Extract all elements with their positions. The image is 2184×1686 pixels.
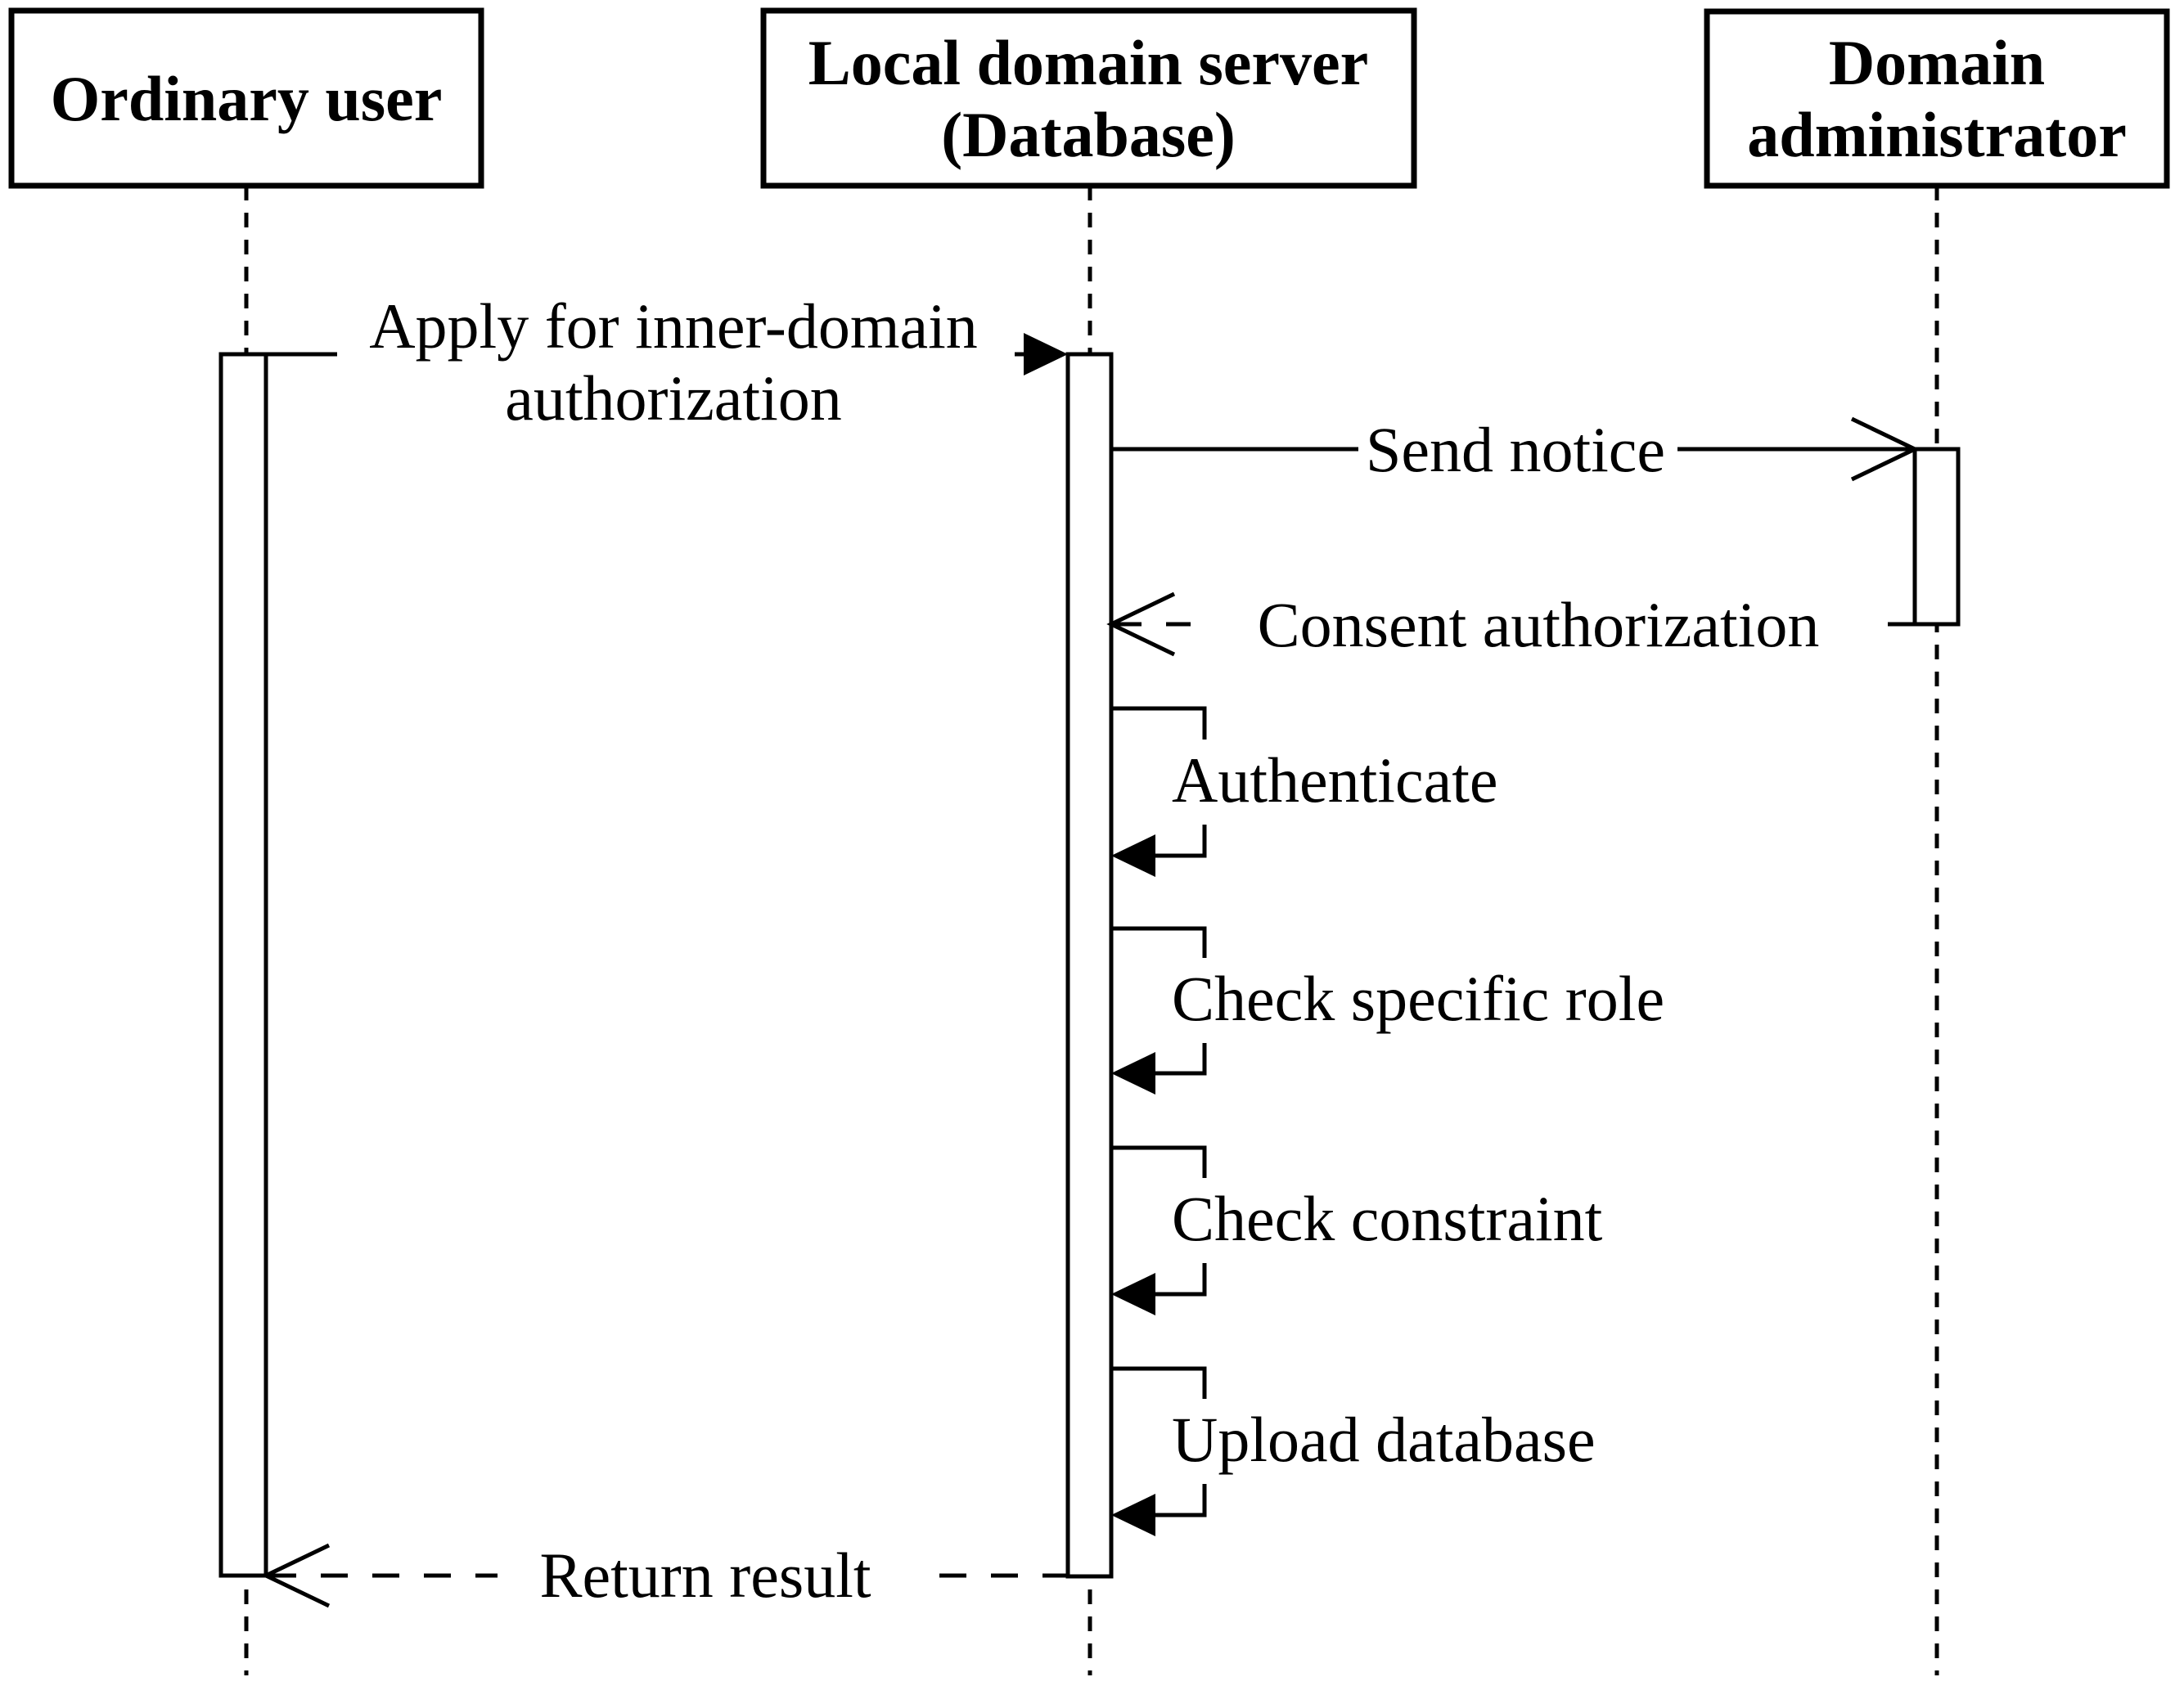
filled-arrowhead-apply bbox=[1024, 333, 1068, 375]
message-send-notice-label: Send notice bbox=[1366, 414, 1665, 485]
message-apply-label-mask bbox=[337, 288, 1015, 427]
actor-label-local-domain-server-line1: Local domain server bbox=[808, 27, 1369, 98]
message-apply-label-line2: authorization bbox=[505, 362, 842, 434]
actor-box-local-domain-server bbox=[760, 7, 1417, 189]
actor-label-local-domain-server-line2: (Database) bbox=[941, 99, 1236, 170]
self-message-upload-database-label: Upload database bbox=[1172, 1404, 1596, 1475]
self-message-authenticate-label-mask bbox=[1162, 740, 1229, 825]
filled-arrowhead-upload-database bbox=[1111, 1494, 1155, 1536]
filled-arrowhead-check-constraint bbox=[1111, 1273, 1155, 1315]
message-consent-label: Consent authorization bbox=[1258, 589, 1820, 660]
self-message-check-role-label: Check specific role bbox=[1172, 963, 1664, 1034]
filled-arrowhead-authenticate bbox=[1111, 834, 1155, 877]
actor-label-domain-administrator-line2: administrator bbox=[1747, 99, 2127, 170]
message-send-notice-label-mask bbox=[1358, 411, 1677, 489]
self-message-check-constraint-label: Check constraint bbox=[1172, 1183, 1603, 1254]
message-return-result-label-mask bbox=[498, 1536, 915, 1615]
activation-bar-server bbox=[1065, 352, 1114, 1579]
open-arrowhead-send-notice bbox=[1850, 416, 1920, 482]
activation-bar-user bbox=[218, 352, 268, 1578]
actor-label-domain-administrator-line1: Domain bbox=[1829, 27, 2045, 98]
message-return-result-label: Return result bbox=[539, 1540, 871, 1611]
actor-label-ordinary-user: Ordinary user bbox=[51, 63, 443, 134]
self-message-upload-database-label-mask bbox=[1162, 1399, 1229, 1484]
message-apply-label-line1: Apply for inner-domain bbox=[369, 290, 978, 362]
open-arrowhead-consent bbox=[1106, 591, 1176, 657]
activation-bar-admin bbox=[1912, 447, 1961, 627]
self-message-authenticate-label: Authenticate bbox=[1172, 744, 1498, 816]
open-arrowhead-return-result bbox=[261, 1543, 331, 1608]
actor-box-ordinary-user bbox=[8, 7, 484, 189]
actor-box-domain-administrator bbox=[1704, 8, 2170, 189]
message-consent-label-mask bbox=[1191, 586, 1886, 664]
self-message-check-role-label-mask bbox=[1162, 958, 1229, 1043]
self-message-check-constraint-label-mask bbox=[1162, 1178, 1229, 1263]
filled-arrowhead-check-role bbox=[1111, 1052, 1155, 1095]
